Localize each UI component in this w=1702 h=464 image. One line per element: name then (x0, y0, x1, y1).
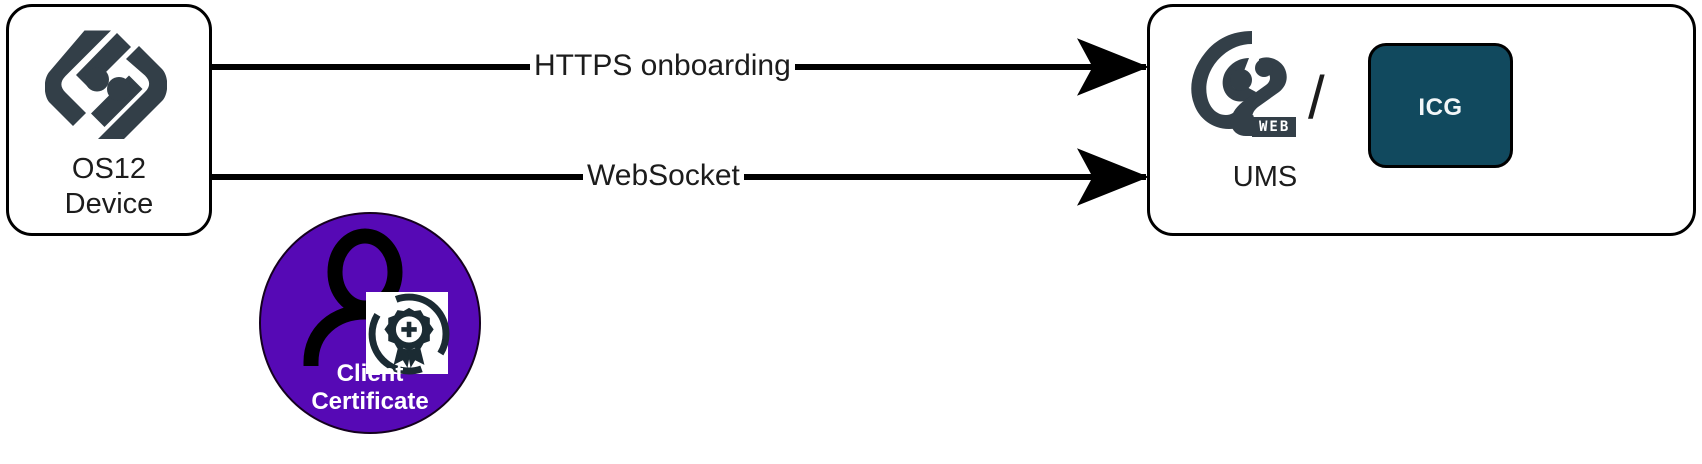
connector-label-https-onboarding: HTTPS onboarding (530, 50, 795, 82)
connector-label-websocket: WebSocket (583, 160, 744, 192)
client-certificate-badge[interactable]: Client Certificate (259, 212, 481, 434)
ums-web-logo-icon (1191, 31, 1290, 136)
icg-chip[interactable]: ICG (1368, 43, 1513, 168)
node-os12-device-label: OS12 Device (64, 153, 154, 220)
icg-chip-label: ICG (1418, 94, 1463, 121)
web-badge: WEB (1252, 117, 1297, 137)
os12-logo-icon (45, 30, 167, 139)
logo-separator: / (1308, 64, 1325, 131)
user-certificate-icon (303, 228, 450, 375)
client-certificate-label: Client Certificate (311, 360, 429, 415)
node-ums-label: UMS (1232, 161, 1298, 193)
